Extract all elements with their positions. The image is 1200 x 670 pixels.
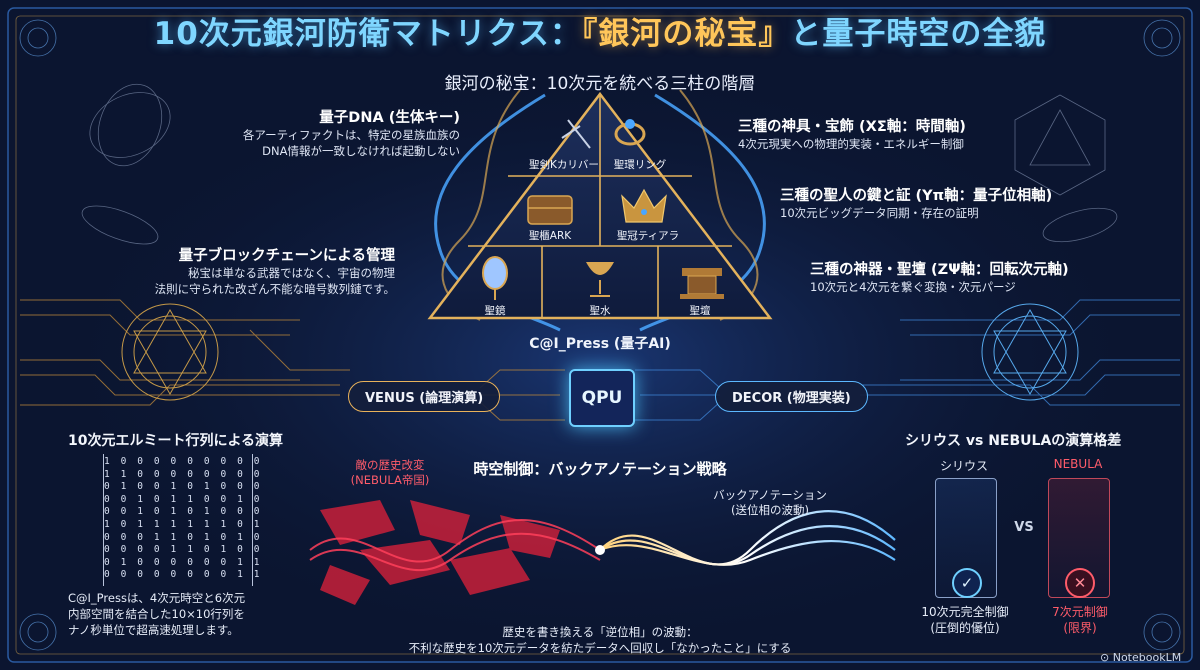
dna-heading: 量子DNA (生体キー) (319, 110, 460, 126)
venus-pill: VENUS (論理演算) (348, 381, 501, 412)
ai-label: C@I_Press (量子AI) (529, 336, 671, 352)
matrix-row: 0 0 0 0 1 1 0 1 0 0 (104, 544, 263, 556)
blockchain-body-1: 秘宝は単なる武器ではなく、宇宙の物理 (188, 266, 395, 280)
qpu-chip: QPU (569, 369, 635, 427)
timeline-caption-2: 不利な歴史を10次元データを紡たデータへ回収し「なかったこと」にする (408, 641, 792, 655)
shattered-history (320, 500, 560, 605)
crown-icon (621, 188, 667, 223)
vs-label: VS (1014, 520, 1034, 535)
seijin-label: 三種の聖人の鍵と証 (Yπ軸：量子位相軸) 10次元ビッグデータ同期・存在の証明 (780, 184, 1100, 221)
jingu-heading: 三種の神具・宝飾 (XΣ軸：時間軸) (738, 119, 966, 135)
check-icon: ✓ (952, 568, 982, 598)
matrix-desc-2: 内部空間を結合した10×10行列を (68, 607, 245, 621)
page-title: 10次元銀河防衛マトリクス：『銀河の秘宝』と量子時空の全貌 (0, 8, 1200, 53)
matrix-desc-3: ナノ秒単位で超高速処理します。 (68, 623, 239, 637)
sirius-status-1: 10次元完全制御 (921, 605, 1009, 619)
decor-pill: DECOR (物理実装) (715, 381, 868, 412)
brand-icon: ⊙ (1100, 651, 1113, 664)
comparison-title: シリウス vs NEBULAの演算格差 (905, 433, 1122, 449)
sirius-status-2: (圧倒的優位) (930, 621, 1000, 635)
jingu-label: 三種の神具・宝飾 (XΣ軸：時間軸) 4次元現実への物理的実装・エネルギー制御 (738, 115, 1048, 152)
matrix-row: 1 0 1 1 1 1 1 1 0 1 (104, 518, 263, 530)
nebula-status-1: 7次元制御 (1052, 605, 1108, 619)
back-annotation-label-2: (送位相の波動) (731, 503, 809, 517)
matrix-desc-1: C@I_Pressは、4次元時空と6次元 (68, 591, 246, 605)
qpu-chip-label: QPU (581, 388, 623, 408)
nebula-status: 7次元制御 (限界) (1025, 604, 1135, 636)
brand-watermark: ⊙ NotebookLM (1100, 651, 1181, 664)
red-wave (309, 519, 601, 572)
brand-text: NotebookLM (1112, 651, 1182, 664)
timeline-title: 時空制御：バックアノテーション戦略 (473, 460, 727, 478)
matrix-row: 1 0 0 0 0 0 0 0 0 0 (104, 456, 263, 467)
matrix-row: 0 0 0 1 1 0 1 0 1 0 (104, 531, 263, 543)
hermitian-matrix: 1 0 0 0 0 0 0 0 0 0 1 1 0 0 0 0 0 0 0 0 … (103, 454, 263, 586)
timeline-caption: 歴史を書き換える「逆位相」の波動： 不利な歴史を10次元データを紡たデータへ回収… (350, 624, 850, 656)
jinki-heading: 三種の神器・聖壇 (ZΨ軸：回転次元軸) (810, 262, 1069, 278)
mirror-icon (482, 256, 508, 300)
chest-icon (527, 195, 573, 225)
title-part1: 10次元銀河防衛マトリクス： (153, 16, 582, 52)
seijin-body: 10次元ビッグデータ同期・存在の証明 (780, 206, 979, 220)
tile-label-chest: 聖櫃ARK (528, 230, 572, 242)
title-part2: と量子時空の全貌 (790, 16, 1047, 52)
sword-icon (561, 119, 591, 149)
sirius-status: 10次元完全制御 (圧倒的優位) (905, 604, 1025, 636)
nebula-name: NEBULA (1040, 457, 1116, 471)
tile-label-ring: 聖環リング (613, 159, 667, 171)
matrix-row: 0 0 0 0 0 0 0 0 1 1 (104, 569, 263, 581)
enemy-label: 敵の歴史改変 (NEBULA帝国) (330, 458, 450, 488)
matrix-row: 0 1 0 0 0 0 0 0 1 1 (104, 556, 263, 568)
dna-body-1: 各アーティファクトは、特定の星族血族の (242, 128, 460, 142)
dna-label: 量子DNA (生体キー) 各アーティファクトは、特定の星族血族の DNA情報が一… (210, 106, 460, 159)
nebula-status-2: (限界) (1063, 621, 1097, 635)
cross-icon: ✕ (1065, 568, 1095, 598)
tile-label-sword: 聖剣Kカリバー (529, 159, 599, 171)
wave-visual (309, 500, 896, 605)
tile-label-altar: 聖壇 (689, 305, 711, 317)
jinki-body: 10次元と4次元を繋ぐ変換・次元パージ (810, 280, 1016, 294)
seijin-heading: 三種の聖人の鍵と証 (Yπ軸：量子位相軸) (780, 188, 1053, 204)
back-annotation-wave (599, 510, 896, 566)
chalice-icon (586, 262, 614, 297)
tile-label-chalice: 聖水 (589, 305, 611, 317)
phase-flash (595, 545, 605, 555)
blockchain-body-2: 法則に守られた改ざん不能な暗号数列鏈です。 (154, 282, 395, 296)
pyramid-diagram (427, 91, 773, 320)
tile-label-crown: 聖冠ティアラ (616, 230, 680, 242)
matrix-row: 0 0 1 0 1 0 1 0 0 0 (104, 506, 263, 518)
matrix-row: 1 1 0 0 0 0 0 0 0 0 (104, 468, 263, 480)
matrix-row: 0 1 0 0 1 0 1 0 0 0 (104, 481, 263, 493)
title-highlight: 『銀河の秘宝』 (581, 16, 791, 52)
timeline-caption-1: 歴史を書き換える「逆位相」の波動： (502, 625, 698, 639)
altar-icon (680, 268, 724, 299)
enemy-label-1: 敵の歴史改変 (355, 458, 425, 472)
matrix-description: C@I_Pressは、4次元時空と6次元 内部空間を結合した10×10行列を ナ… (68, 590, 318, 638)
nebula-name-text: NEBULA (1053, 457, 1103, 471)
enemy-label-2: (NEBULA帝国) (350, 473, 430, 487)
back-annotation-label: バックアノテーション (送位相の波動) (690, 488, 850, 518)
sirius-name: シリウス (939, 459, 988, 473)
matrix-title: 10次元エルミート行列による演算 (68, 433, 284, 449)
back-annotation-label-1: バックアノテーション (713, 488, 827, 502)
subtitle: 銀河の秘宝：10次元を統べる三柱の階層 (444, 74, 756, 94)
tile-label-mirror: 聖鏡 (484, 305, 506, 317)
blockchain-label: 量子ブロックチェーンによる管理 秘宝は単なる武器ではなく、宇宙の物理 法則に守ら… (135, 244, 395, 297)
blockchain-heading: 量子ブロックチェーンによる管理 (178, 248, 395, 264)
jinki-label: 三種の神器・聖壇 (ZΨ軸：回転次元軸) 10次元と4次元を繋ぐ変換・次元パージ (810, 258, 1130, 295)
ring-icon (614, 119, 646, 146)
matrix-row: 0 0 1 0 1 1 0 0 1 0 (104, 493, 263, 505)
jingu-body: 4次元現実への物理的実装・エネルギー制御 (738, 137, 964, 151)
dna-body-2: DNA情報が一致しなければ起動しない (262, 144, 460, 158)
